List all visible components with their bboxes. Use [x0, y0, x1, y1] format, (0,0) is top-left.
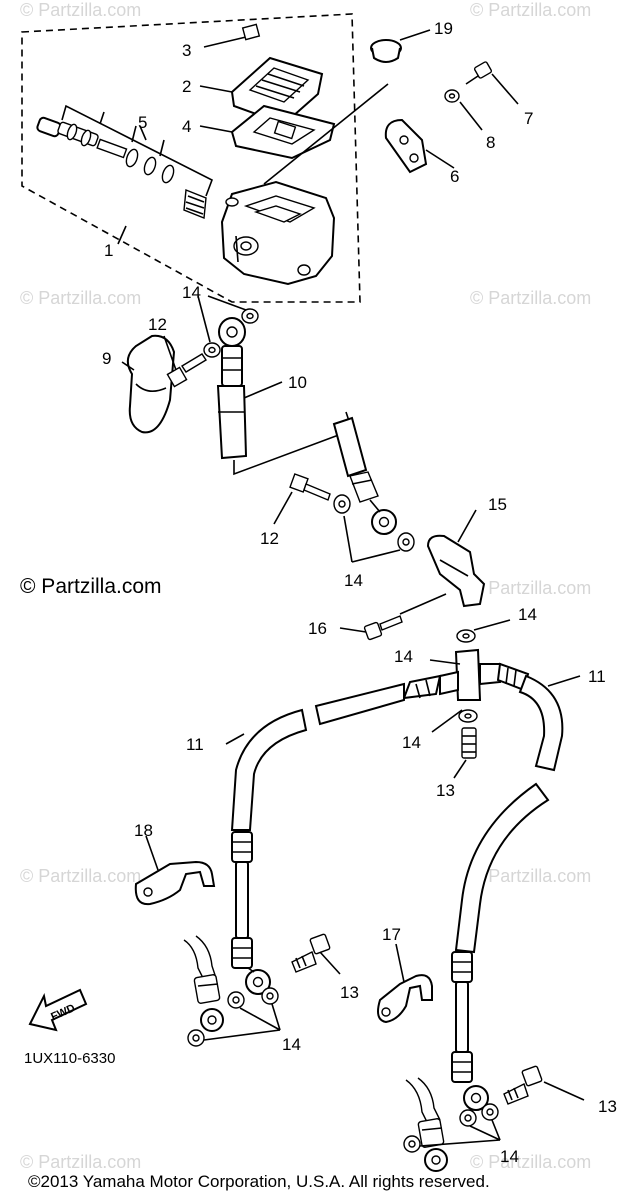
part-washers-14-lower-left [187, 987, 281, 1047]
part-screw-3 [203, 23, 261, 48]
leader-line [117, 225, 127, 245]
copyright-watermark: © Partzilla.com [20, 575, 162, 598]
callout-number: 14 [402, 733, 421, 752]
diagram-code: 1UX110-6330 [24, 1050, 116, 1067]
callout-number: 10 [288, 373, 307, 392]
watermark: © Partzilla.com [470, 1152, 592, 1172]
part-clamp-17 [377, 943, 433, 1024]
callout-number: 16 [308, 619, 327, 638]
callout-number: 8 [486, 133, 495, 152]
callout-number: 7 [524, 109, 533, 128]
callout-number: 14 [500, 1147, 519, 1166]
callout-number: 14 [344, 571, 363, 590]
part-brake-hose-11-right [451, 662, 581, 1111]
part-joint-3way [429, 619, 511, 779]
part-master-cylinder-body [220, 83, 389, 286]
part-washers-14-lower-right [403, 1103, 501, 1153]
callout-number: 9 [102, 349, 111, 368]
part-washer-8 [444, 89, 483, 131]
callout-number: 19 [434, 19, 453, 38]
watermark: © Partzilla.com [20, 288, 142, 308]
callout-number: 6 [450, 167, 459, 186]
part-washers-14-middle [333, 494, 415, 563]
callout-number: 12 [148, 315, 167, 334]
footer-copyright: ©2013 Yamaha Motor Corporation, U.S.A. A… [28, 1172, 490, 1191]
part-cover-9 [121, 334, 176, 434]
watermark: © Partzilla.com [470, 866, 592, 886]
part-caliper-hose-left [183, 935, 224, 1032]
callout-number: 17 [382, 925, 401, 944]
part-bolt-16 [339, 593, 447, 641]
callout-number: 15 [488, 495, 507, 514]
part-piston-kit-5 [36, 104, 214, 219]
part-washers-14-upper [197, 295, 259, 358]
callout-number: 14 [394, 647, 413, 666]
callout-number: 14 [182, 283, 201, 302]
forward-arrow-icon: FWD [28, 988, 88, 1032]
part-clamp-18 [134, 835, 216, 906]
callout-number: 13 [340, 983, 359, 1002]
watermark: © Partzilla.com [20, 0, 142, 20]
callout-number: 12 [260, 529, 279, 548]
part-union-bolt-13-left [291, 933, 341, 975]
part-brake-hose-10 [216, 317, 397, 535]
part-reservoir-cap-2 [199, 56, 324, 126]
callout-number: 5 [138, 113, 147, 132]
part-caliper-hose-right [405, 1077, 448, 1172]
watermark: © Partzilla.com [470, 288, 592, 308]
part-holder-6 [384, 118, 455, 174]
watermark: © Partzilla.com [20, 1152, 142, 1172]
callout-number: 2 [182, 77, 191, 96]
callout-number: 13 [436, 781, 455, 800]
callout-number: 14 [282, 1035, 301, 1054]
part-bolt-7 [465, 61, 519, 105]
part-brake-hose-11-left [225, 674, 442, 995]
part-diaphragm-4 [199, 104, 336, 160]
watermark: © Partzilla.com [470, 0, 592, 20]
callout-number: 4 [182, 117, 191, 136]
callout-number: 11 [186, 735, 204, 754]
part-bracket-15 [426, 509, 486, 608]
part-cap-19 [370, 29, 431, 63]
callout-number: 3 [182, 41, 191, 60]
callout-number: 1 [104, 241, 113, 260]
part-union-bolt-13-right [503, 1065, 585, 1105]
callout-number: 13 [598, 1097, 617, 1116]
callout-number: 11 [588, 667, 606, 686]
master-cylinder-assembly-boundary [21, 13, 361, 303]
part-union-bolt-12a [163, 335, 207, 388]
watermark: © Partzilla.com [20, 866, 142, 886]
watermark: © Partzilla.com [470, 578, 592, 598]
callout-number: 18 [134, 821, 153, 840]
callout-number: 14 [518, 605, 537, 624]
part-union-bolt-12b [273, 473, 331, 525]
